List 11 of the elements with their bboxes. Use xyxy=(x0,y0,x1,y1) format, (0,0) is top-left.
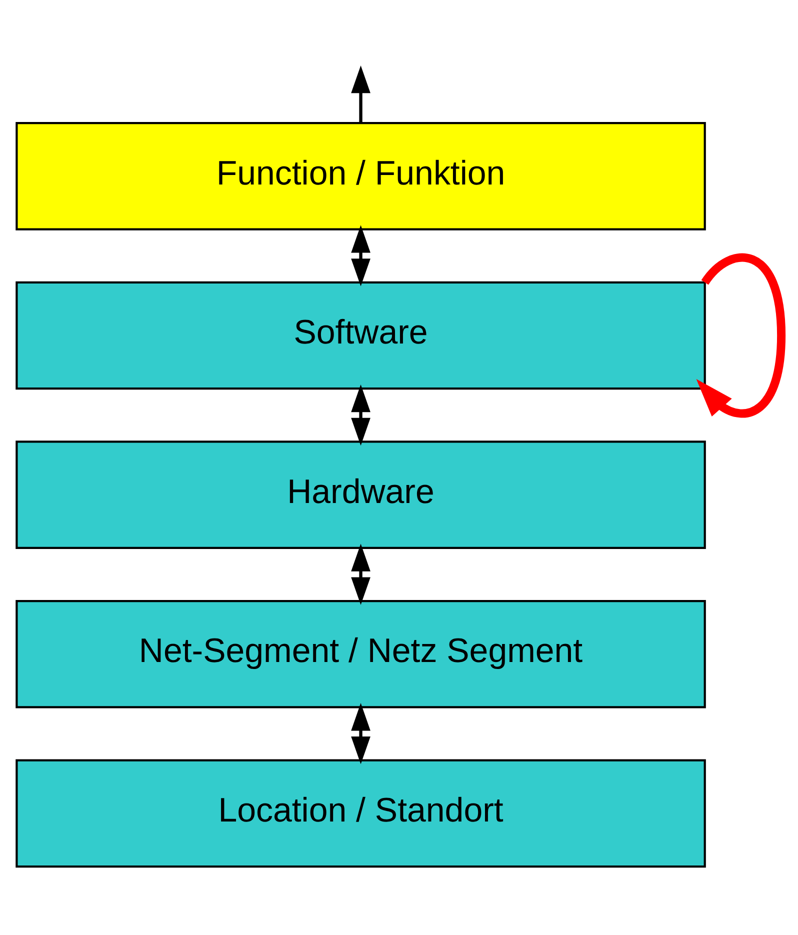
node-box: Hardware xyxy=(16,440,706,549)
arrow xyxy=(351,225,370,286)
arrow xyxy=(351,384,370,446)
node-box: Net-Segment / Netz Segment xyxy=(16,600,706,708)
node-box: Location / Standort xyxy=(16,759,706,868)
arrow xyxy=(351,544,370,605)
arrow xyxy=(351,703,370,764)
node-box: Software xyxy=(16,281,706,390)
arrow xyxy=(696,253,786,418)
node-box: Function / Funktion xyxy=(16,122,706,230)
arrow xyxy=(351,66,370,123)
